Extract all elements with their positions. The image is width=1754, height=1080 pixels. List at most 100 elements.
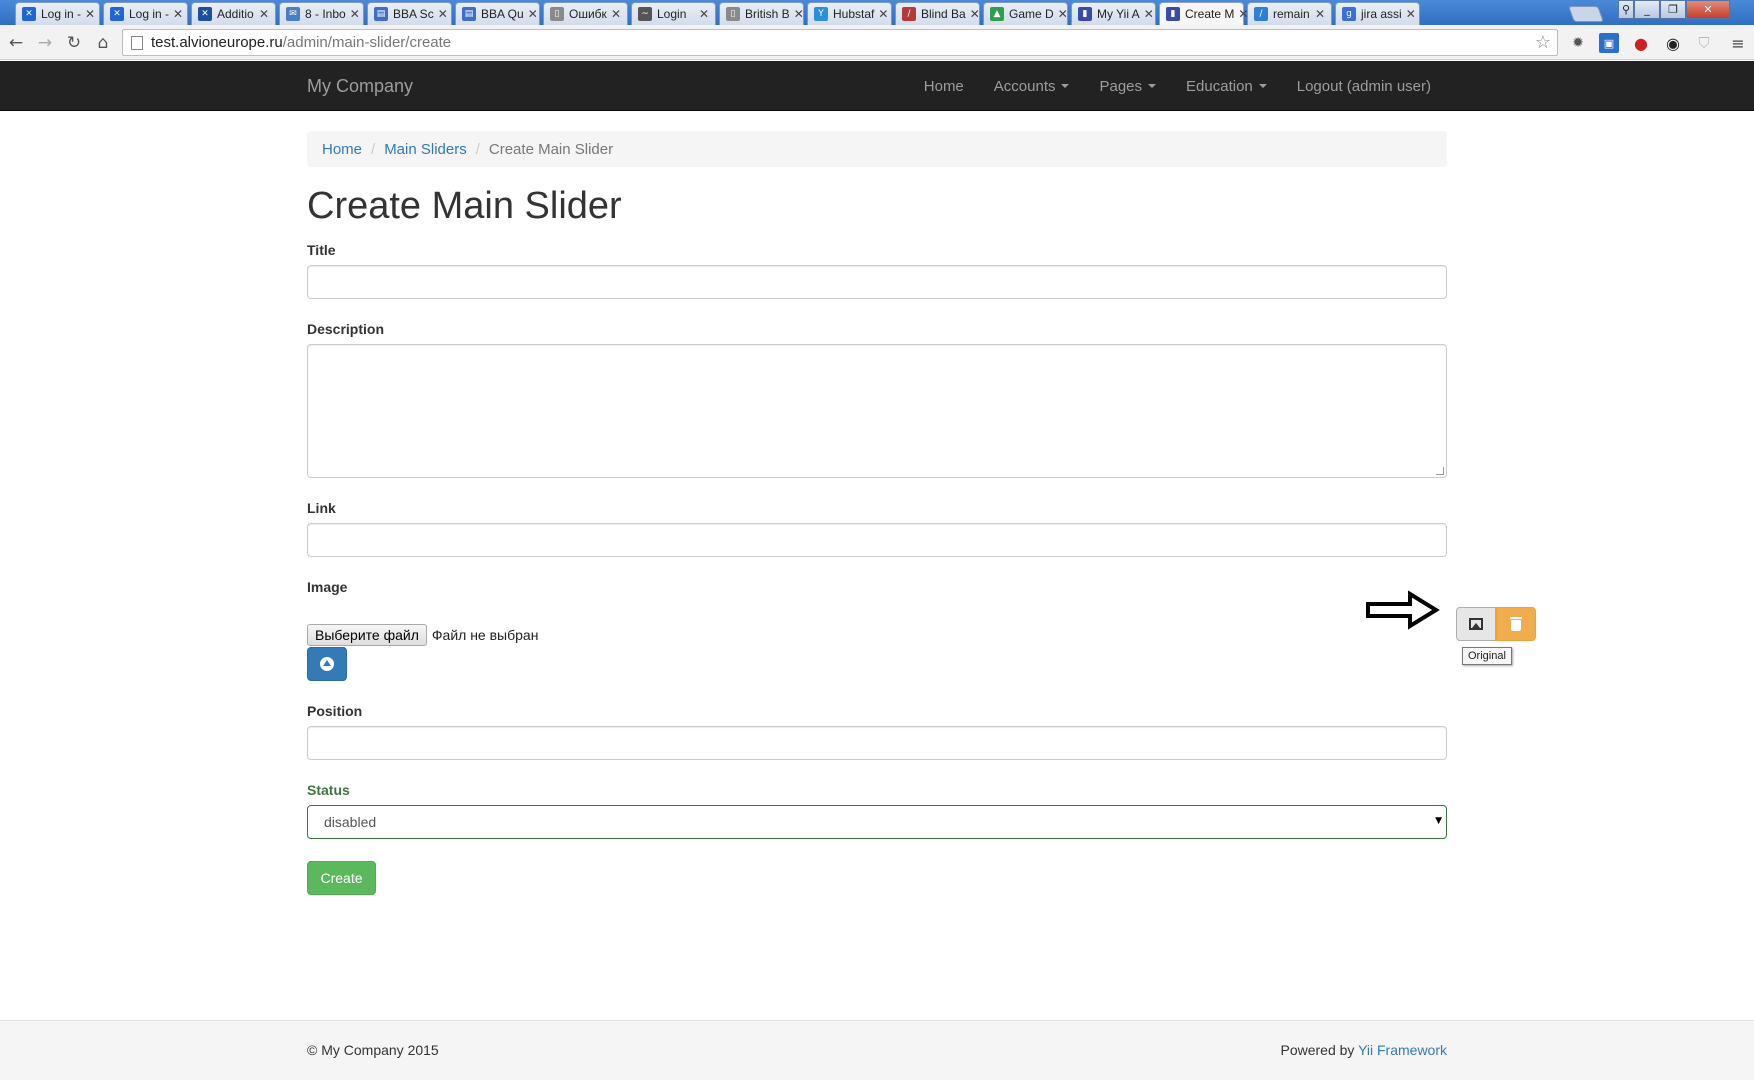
extension-shield-icon[interactable]: ⛉: [1698, 34, 1710, 52]
crossed-tools-icon: ✕: [198, 7, 212, 21]
file-status: Файл не выбран: [431, 626, 539, 643]
trash-icon: [1510, 617, 1522, 631]
tab-close-icon[interactable]: ✕: [793, 7, 804, 21]
browser-tab-strip: ✕Log in -✕✕Log in -✕✕Additio✕✉8 - Inbo✕▤…: [0, 0, 1754, 25]
breadcrumb-home[interactable]: Home: [322, 140, 363, 158]
browser-tab[interactable]: ▤ BBA Sc✕: [367, 2, 452, 25]
brand-link[interactable]: My Company: [307, 76, 414, 96]
reload-icon[interactable]: ↻: [66, 33, 82, 53]
yii-framework-link[interactable]: Yii Framework: [1358, 1042, 1447, 1058]
extension-window-icon[interactable]: ▣: [1599, 33, 1619, 53]
browser-tab[interactable]: /Blind Ba✕: [895, 2, 980, 25]
browser-tab-title: Game D: [1009, 7, 1054, 21]
user-icon[interactable]: ⚲: [1618, 0, 1634, 19]
upload-icon: [320, 656, 334, 671]
browser-tab[interactable]: ✕Log in -✕: [103, 2, 188, 25]
tab-close-icon[interactable]: ✕: [349, 7, 360, 21]
status-selected-value: disabled: [324, 813, 377, 830]
minimize-icon[interactable]: _: [1634, 0, 1660, 19]
tab-close-icon[interactable]: ✕: [698, 7, 709, 21]
restore-icon[interactable]: ❐: [1660, 0, 1686, 19]
document-icon: ▤: [462, 7, 476, 21]
nav-education-dropdown[interactable]: Education: [1171, 61, 1282, 111]
extension-gear-icon[interactable]: ✹: [1572, 35, 1584, 51]
view-original-button[interactable]: [1456, 607, 1496, 641]
nav-home[interactable]: Home: [923, 77, 964, 95]
status-select[interactable]: disabled ▼: [307, 804, 1447, 839]
bookmark-icon: ▮: [1078, 7, 1092, 21]
tab-close-icon[interactable]: ✕: [1314, 7, 1325, 21]
browser-tab[interactable]: ✕Log in -✕: [15, 2, 100, 25]
page-icon: ▯: [726, 7, 740, 21]
choose-file-button[interactable]: Выберите файл: [307, 623, 427, 646]
browser-tab-title: BBA Qu: [481, 7, 524, 21]
nav-links: Home Accounts Pages Education Logout (ad…: [909, 61, 1446, 111]
tab-close-icon[interactable]: ✕: [1405, 7, 1416, 21]
position-input[interactable]: [307, 725, 1447, 760]
arrow-annotation-icon: [1366, 590, 1440, 630]
link-input[interactable]: [307, 522, 1447, 557]
window-close-icon[interactable]: ✕: [1686, 0, 1730, 19]
stripes-icon: /: [1254, 7, 1268, 21]
home-icon[interactable]: ⌂: [97, 33, 109, 53]
resize-handle-icon[interactable]: [1436, 466, 1444, 475]
tab-close-icon[interactable]: ✕: [527, 7, 538, 21]
menu-icon[interactable]: ≡: [1731, 33, 1745, 53]
wave-icon: ~: [638, 7, 652, 21]
breadcrumb: Home / Main Sliders / Create Main Slider: [307, 131, 1447, 167]
bookmark-star-icon[interactable]: ☆: [1534, 32, 1551, 53]
tab-close-icon[interactable]: ✕: [1057, 7, 1068, 21]
create-button[interactable]: Create: [307, 860, 376, 895]
tab-close-icon[interactable]: ✕: [610, 7, 621, 21]
browser-tab-title: 8 - Inbo: [305, 7, 346, 21]
delete-image-button[interactable]: [1496, 607, 1536, 641]
mail-icon: ✉: [286, 7, 300, 21]
tab-close-icon[interactable]: ✕: [437, 7, 448, 21]
address-bar[interactable]: test.alvioneurope.ru/admin/main-slider/c…: [122, 29, 1558, 56]
browser-tab[interactable]: ▮Create M✕: [1159, 2, 1248, 25]
tab-close-icon[interactable]: ✕: [1143, 7, 1154, 21]
breadcrumb-current: Create Main Slider: [488, 140, 614, 158]
forward-icon[interactable]: →: [37, 33, 53, 53]
browser-tab[interactable]: ▮My Yii A✕: [1071, 2, 1156, 25]
upload-button[interactable]: [307, 646, 347, 681]
title-input[interactable]: [307, 264, 1447, 299]
tab-close-icon[interactable]: ✕: [878, 7, 889, 21]
browser-tab[interactable]: ~Login✕: [631, 2, 716, 25]
nav-pages-dropdown[interactable]: Pages: [1084, 61, 1171, 111]
extension-stop-icon[interactable]: ●: [1634, 33, 1648, 53]
description-label: Description: [307, 320, 385, 337]
description-textarea[interactable]: [307, 343, 1447, 478]
nav-accounts-dropdown[interactable]: Accounts: [979, 61, 1085, 111]
extension-circle-icon[interactable]: ◉: [1666, 33, 1680, 53]
crossed-tools-icon: ✕: [110, 7, 124, 21]
drive-icon: ▲: [990, 7, 1004, 21]
footer-copyright: © My Company 2015: [307, 1042, 439, 1058]
browser-tab-title: Additio: [217, 7, 254, 21]
browser-tab[interactable]: ▯British B✕: [719, 2, 804, 25]
tab-close-icon[interactable]: ✕: [173, 7, 184, 21]
tab-close-icon[interactable]: ✕: [85, 7, 96, 21]
browser-tab[interactable]: ▯Ошибк✕: [543, 2, 628, 25]
browser-tab-title: Create M: [1185, 7, 1235, 21]
browser-tab-title: BBA Sc: [393, 7, 434, 21]
nav-logout[interactable]: Logout (admin user): [1296, 77, 1431, 95]
browser-tab[interactable]: ▤ BBA Qu✕: [455, 2, 540, 25]
stripes-icon: /: [902, 7, 916, 21]
breadcrumb-main-sliders[interactable]: Main Sliders: [384, 140, 467, 158]
browser-tab[interactable]: ✕ Additio ✕: [191, 2, 276, 25]
tab-close-icon[interactable]: ✕: [969, 7, 980, 21]
page-icon: ▯: [550, 7, 564, 21]
tab-close-icon[interactable]: ✕: [258, 7, 269, 21]
back-icon[interactable]: ←: [8, 33, 24, 53]
new-tab-button[interactable]: [1568, 6, 1604, 22]
browser-tab[interactable]: /remain✕: [1247, 2, 1332, 25]
tab-close-icon[interactable]: ✕: [1238, 7, 1249, 21]
breadcrumb-separator: /: [475, 140, 480, 158]
browser-tab[interactable]: ✉ 8 - Inbo✕: [279, 2, 364, 25]
document-icon: ▤: [374, 7, 388, 21]
crossed-tools-icon: ✕: [22, 7, 36, 21]
browser-tab[interactable]: ▲ Game D✕: [983, 2, 1068, 25]
